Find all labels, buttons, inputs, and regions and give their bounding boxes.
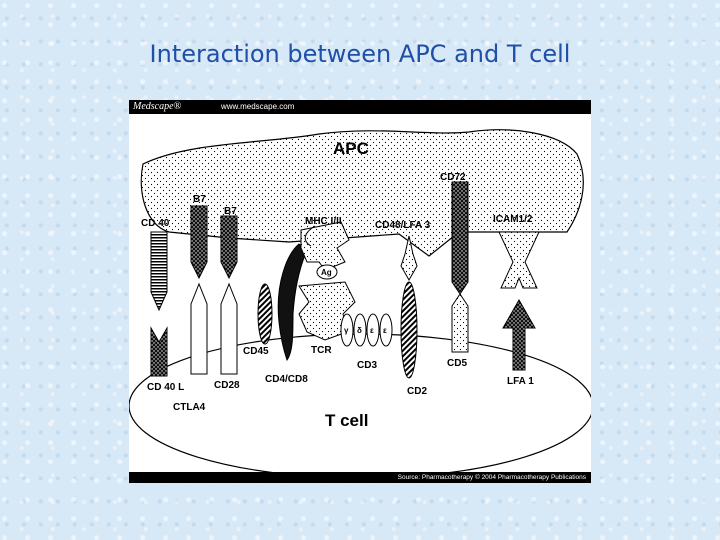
cd45-receptor — [258, 284, 272, 344]
cd40-label: CD 40 — [141, 218, 170, 229]
apc-label: APC — [333, 139, 369, 158]
b7-left-receptor — [191, 206, 207, 278]
icam-label: ICAM1/2 — [493, 214, 533, 225]
cd40l-label: CD 40 L — [147, 382, 184, 393]
cd5-label: CD5 — [447, 358, 467, 369]
cd72-receptor — [452, 182, 468, 294]
medscape-logo: Medscape® — [133, 100, 181, 114]
cd45-label: CD45 — [243, 346, 269, 357]
slide-title: Interaction between APC and T cell — [0, 40, 720, 68]
b7-left-label: B7 — [193, 194, 206, 205]
b7-right-label: B7 — [224, 206, 237, 217]
mhc-molecule — [301, 222, 349, 270]
figure-header: Medscape® www.medscape.com — [129, 100, 591, 114]
cd2-label: CD2 — [407, 386, 427, 397]
source-text: Source: Pharmacotherapy © 2004 Pharmacot… — [398, 474, 591, 481]
cd72-label: CD72 — [440, 172, 466, 183]
cd3-label: CD3 — [357, 360, 377, 371]
ctla4-receptor — [191, 284, 207, 374]
cd40-receptor — [151, 232, 167, 310]
figure-url: www.medscape.com — [221, 100, 294, 114]
ag-label: Ag — [321, 268, 332, 277]
cd40l-receptor — [151, 328, 167, 376]
lfa1-label: LFA 1 — [507, 376, 534, 387]
cd5-receptor — [452, 294, 468, 352]
b7-right-receptor — [221, 216, 237, 278]
tcr-label: TCR — [311, 345, 332, 356]
cd28-label: CD28 — [214, 380, 240, 391]
tcell-label: T cell — [325, 411, 368, 430]
cd48-label: CD48/LFA 3 — [375, 220, 431, 231]
cd2-receptor — [401, 282, 417, 378]
ctla4-label: CTLA4 — [173, 402, 206, 413]
figure-source: Source: Pharmacotherapy © 2004 Pharmacot… — [129, 472, 591, 483]
cd4cd8-label: CD4/CD8 — [265, 374, 308, 385]
cd3-epsilon-label: ε — [370, 326, 374, 335]
icam-receptor — [499, 232, 539, 288]
diagram-canvas: APC T cell CD 40 CD 40 L B7 B7 CTLA4 CD2… — [129, 114, 591, 472]
mhc-label: MHC I/II — [305, 216, 342, 227]
cd28-receptor — [221, 284, 237, 374]
cd3-epsilon2-label: ε — [383, 326, 387, 335]
cd3-delta-label: δ — [357, 326, 362, 335]
apc-tcell-diagram: Medscape® www.medscape.com — [129, 100, 591, 483]
cd3-gamma-label: γ — [344, 326, 349, 335]
